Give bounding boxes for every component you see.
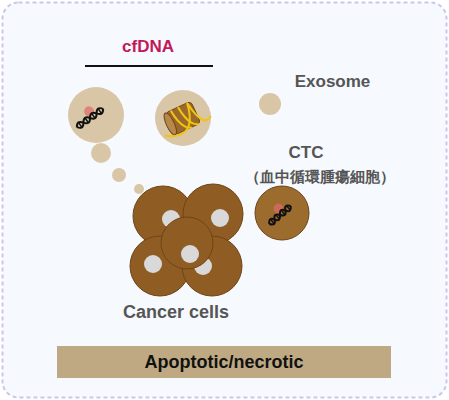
ctc-node: CTC（血中循環腫瘍細胞）: [240, 140, 405, 245]
cancer-cells-node: Cancer cells: [110, 180, 250, 325]
nucleosome-icon: [156, 96, 212, 141]
cancer-cell-cluster: [130, 184, 243, 296]
node-label: Apoptotic/necrotic: [57, 346, 391, 378]
apoptotic-band: Apoptotic/necrotic: [57, 346, 391, 378]
dna-icon: [71, 100, 105, 130]
bracket-line: [85, 65, 213, 67]
apoptotic-body: [155, 90, 211, 146]
exosome-vesicle: [259, 93, 281, 115]
node-label: Exosome: [275, 70, 390, 94]
background-panel: [3, 3, 447, 398]
ctc-cell: [255, 186, 309, 240]
node-label: CTC: [276, 141, 336, 165]
dna-icon: [262, 198, 292, 227]
section-label: cfDNA: [100, 35, 196, 59]
vesicle: [134, 184, 144, 194]
node-label: Cancer cells: [110, 300, 242, 324]
vesicle: [91, 143, 111, 163]
apoptotic-body: [68, 87, 124, 143]
exosome-node: Exosome: [255, 68, 415, 118]
node-label: （血中循環腫瘍細胞）: [240, 166, 400, 188]
vesicle: [112, 168, 126, 182]
